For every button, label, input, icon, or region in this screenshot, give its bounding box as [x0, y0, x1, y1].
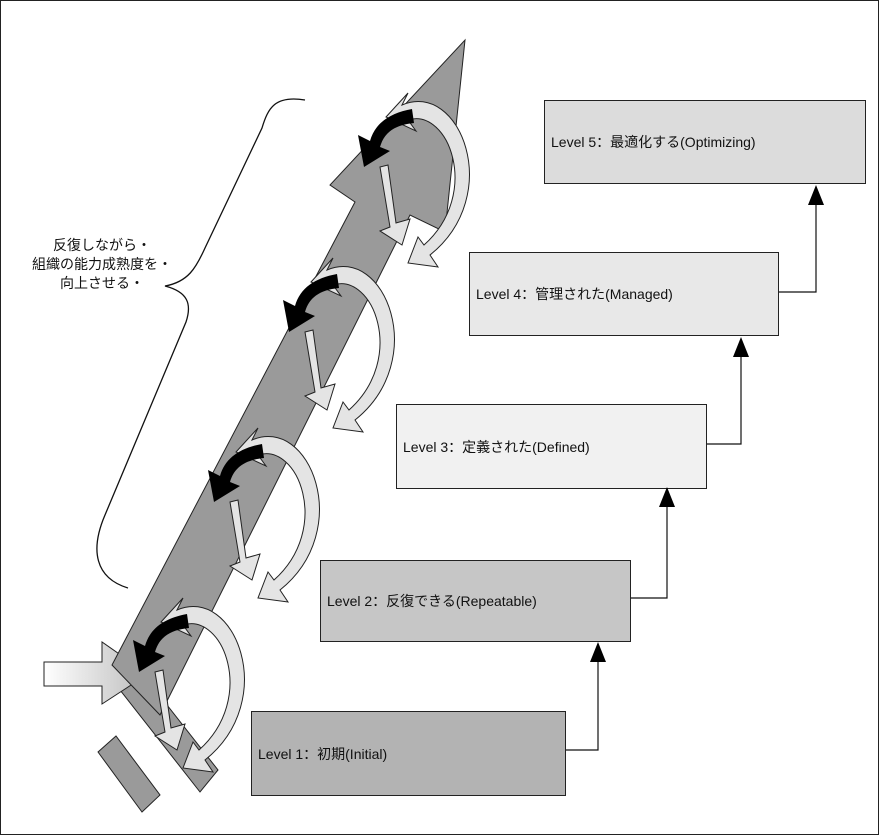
note-line-1: 反復しながら・	[8, 236, 196, 255]
level-2-label: Level 2：反復できる(Repeatable)	[327, 591, 537, 611]
improvement-note: 反復しながら・ 組織の能力成熟度を・ 向上させる・	[8, 236, 196, 293]
level-1-box: Level 1：初期(Initial)	[251, 711, 566, 796]
note-line-2: 組織の能力成熟度を・	[8, 255, 196, 274]
level-3-label: Level 3：定義された(Defined)	[403, 437, 590, 457]
level-4-box: Level 4：管理された(Managed)	[469, 252, 779, 336]
level-4-label: Level 4：管理された(Managed)	[476, 284, 673, 304]
level-5-box: Level 5：最適化する(Optimizing)	[544, 100, 866, 184]
note-line-3: 向上させる・	[8, 274, 196, 293]
level-5-label: Level 5：最適化する(Optimizing)	[551, 132, 756, 152]
level-3-box: Level 3：定義された(Defined)	[396, 404, 707, 489]
base-block	[98, 736, 160, 812]
level-1-label: Level 1：初期(Initial)	[258, 744, 387, 764]
level-2-box: Level 2：反復できる(Repeatable)	[320, 560, 631, 642]
